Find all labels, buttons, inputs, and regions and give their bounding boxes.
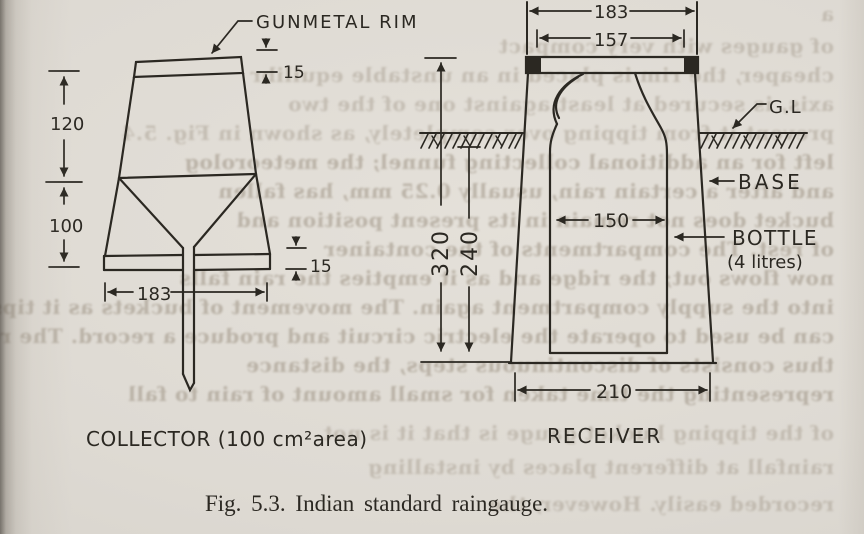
bottle-label: BOTTLE [732,226,818,250]
base-label: BASE [738,170,803,194]
flange-thickness-dim: 15 [310,257,332,277]
rim-label: GUNMETAL RIM [256,12,419,33]
receiver-outer-width-dim: 183 [594,2,628,23]
total-height-dim: 320 [429,229,454,277]
receiver-caption: RECEIVER [547,424,662,448]
bottom-width-dim: 210 [596,381,632,403]
collector-width-dim: 183 [137,284,171,305]
upper-height-dim: 120 [50,114,84,135]
collector-caption: COLLECTOR (100 cm²area) [86,427,368,451]
collector-rim-outline [132,55,245,79]
bottle-capacity-label: (4 litres) [727,252,803,273]
receiver-drawing [419,55,808,365]
bottle-width-dim: 150 [593,210,629,232]
lower-height-dim: 100 [49,216,83,237]
ground-level-label: G.L [769,97,802,118]
receiver-inner-width-dim: 157 [594,30,628,51]
rim-thickness-dim: 15 [283,63,305,83]
slab-end-caps [526,57,698,73]
collector-dimensions [45,20,307,302]
receiver-dimensions [420,1,767,402]
collector-drawing [102,55,272,393]
figure-caption: Fig. 5.3. Indian standard raingauge. [205,491,548,516]
buried-depth-dim: 240 [458,229,483,277]
rim-leader-line [211,20,253,54]
